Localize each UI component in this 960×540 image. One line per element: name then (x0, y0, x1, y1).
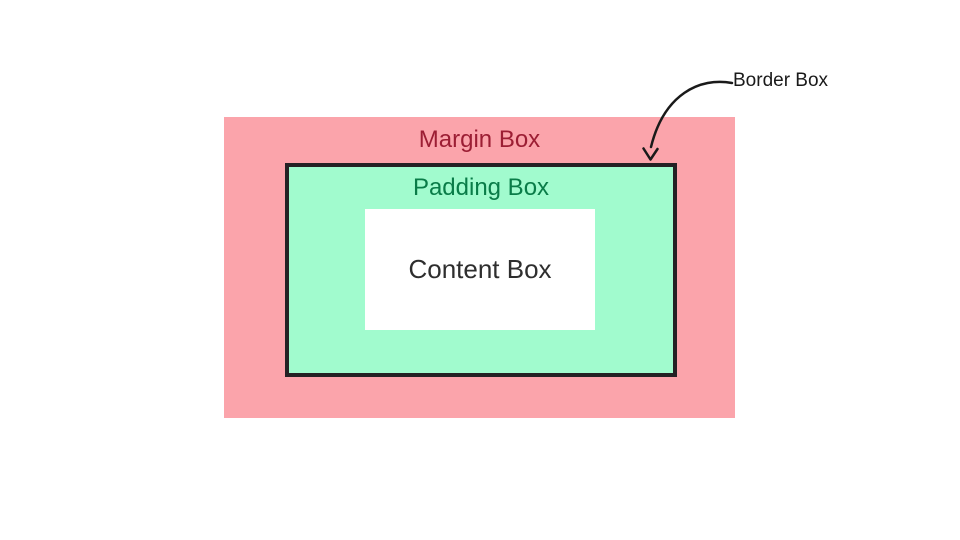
border-box: Padding Box Content Box (285, 163, 677, 377)
padding-box-label: Padding Box (412, 174, 550, 201)
border-box-annotation-label: Border Box (733, 70, 829, 91)
content-box-label: Content Box (408, 253, 552, 284)
content-box: Content Box (365, 209, 595, 330)
margin-box: Margin Box Padding Box Content Box (224, 117, 735, 418)
margin-box-label: Margin Box (418, 126, 541, 153)
